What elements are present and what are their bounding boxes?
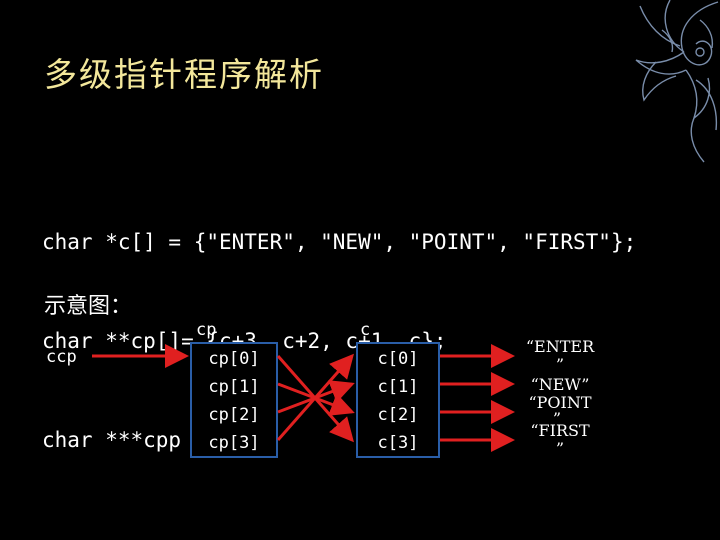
string-new: “NEW”	[500, 376, 620, 394]
swirl-ornament-icon	[635, 0, 719, 163]
arrow-cp3-to-c0	[276, 353, 354, 441]
string-first-text: “FIRST	[530, 421, 590, 440]
string-enter: “ENTER ”	[500, 338, 620, 374]
c-cell-2: c[2]	[377, 405, 419, 425]
cp-cell-2: cp[2]	[208, 405, 260, 425]
code-block: char *c[] = {"ENTER", "NEW", "POINT", "F…	[42, 160, 636, 490]
string-enter-quote: ”	[555, 355, 565, 374]
string-point-text: “POINT	[528, 393, 592, 412]
c-cell-1: c[1]	[377, 377, 419, 397]
c-cell-0: c[0]	[377, 349, 419, 369]
page-title: 多级指针程序解析	[44, 55, 324, 94]
string-enter-text: “ENTER	[525, 337, 595, 356]
string-new-text: “NEW”	[530, 375, 590, 394]
c-array: c[0] c[1] c[2] c[3]	[356, 342, 440, 458]
ccp-label: ccp	[46, 347, 77, 367]
string-first: “FIRST ”	[500, 422, 620, 458]
string-point: “POINT	[500, 394, 620, 412]
string-first-quote: ”	[555, 439, 565, 458]
cp-cell-1: cp[1]	[208, 377, 260, 397]
diagram-label: 示意图：	[44, 294, 133, 319]
c-cell-3: c[3]	[377, 433, 419, 453]
cp-cell-0: cp[0]	[208, 349, 260, 369]
string-point-quote: ”	[552, 409, 562, 428]
cp-array: cp[0] cp[1] cp[2] cp[3]	[190, 342, 278, 458]
c-header: c	[360, 320, 371, 340]
code-line: char *c[] = {"ENTER", "NEW", "POINT", "F…	[42, 230, 637, 254]
cp-header: cp	[196, 320, 217, 340]
cp-cell-3: cp[3]	[208, 433, 260, 453]
